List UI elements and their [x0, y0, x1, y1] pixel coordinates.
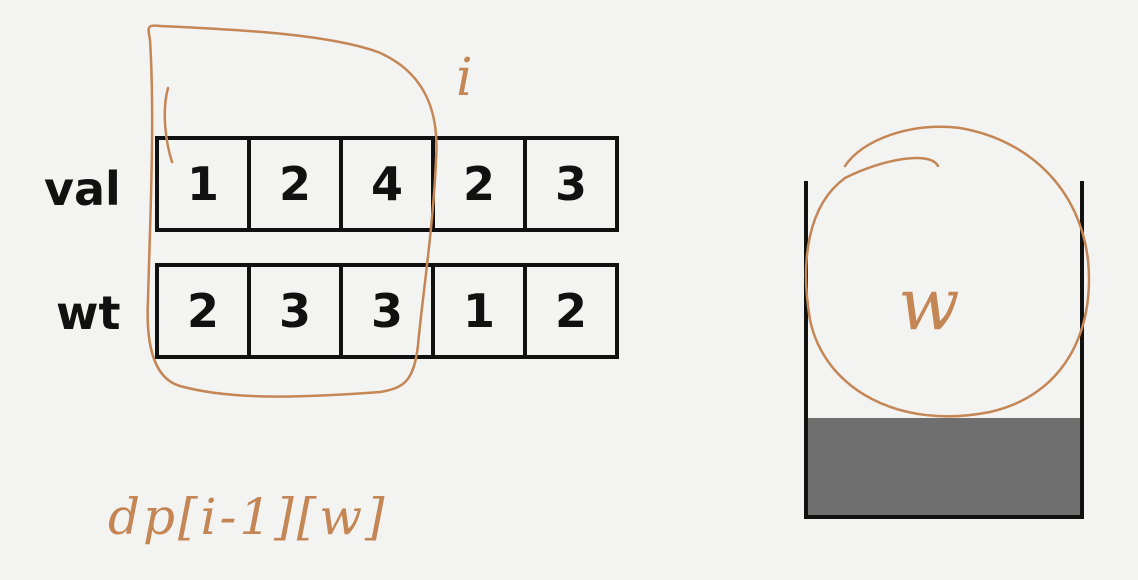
val-cell: 4 — [339, 136, 435, 232]
wt-cell: 2 — [523, 263, 619, 359]
val-array: 1 2 4 2 3 — [155, 136, 619, 232]
capacity-circle — [804, 125, 1091, 418]
val-cell: 3 — [523, 136, 619, 232]
val-row-label: val — [44, 162, 121, 216]
knapsack-outline — [804, 181, 1084, 519]
wt-row-label: wt — [56, 286, 121, 340]
wt-cell: 2 — [155, 263, 251, 359]
index-i-label: i — [456, 48, 473, 108]
selection-loop — [146, 24, 438, 398]
dp-expression: dp[i-1][w] — [108, 488, 388, 546]
capacity-w-label: w — [898, 262, 960, 346]
knapsack-fill — [806, 418, 1082, 517]
val-cell: 2 — [247, 136, 343, 232]
val-cell: 1 — [155, 136, 251, 232]
